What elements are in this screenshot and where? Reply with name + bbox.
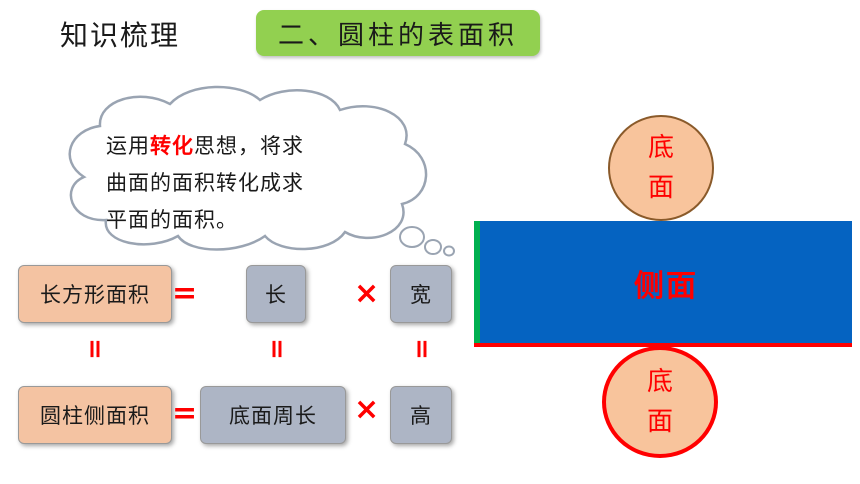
rect-area-box: 长方形面积 [18, 265, 172, 323]
top-base-circle: 底 面 [608, 115, 714, 221]
side-label: 侧面 [634, 268, 698, 304]
equiv-mark-1: = [79, 338, 110, 360]
equals-sign-2: = [172, 396, 198, 431]
top-base-label-1: 底 [647, 133, 674, 163]
equiv-mark-2: = [261, 338, 292, 360]
cloud-line-1-post: 思想，将求 [194, 134, 304, 158]
bottom-base-label-2: 面 [646, 407, 673, 437]
bottom-base-label-1: 底 [646, 367, 673, 397]
equals-sign-1: = [172, 276, 198, 311]
equiv-mark-3: = [406, 338, 437, 360]
bottom-base-circle: 底 面 [602, 346, 718, 458]
topic-title: 二、圆柱的表面积 [256, 10, 540, 56]
top-base-label-2: 面 [647, 173, 674, 203]
cloud-text: 运用转化思想，将求 曲面的面积转化成求 平面的面积。 [106, 128, 396, 239]
side-area-box: 圆柱侧面积 [18, 386, 172, 444]
rect-bottom-edge [474, 343, 852, 347]
width-box: 宽 [390, 265, 452, 323]
cloud-line-1-pre: 运用 [106, 134, 150, 158]
times-sign-2: × [354, 392, 380, 427]
thought-cloud [68, 85, 455, 257]
times-sign-1: × [354, 276, 380, 311]
cloud-line-1: 运用转化思想，将求 [106, 128, 396, 165]
section-title: 知识梳理 [60, 19, 181, 52]
base-perimeter-box: 底面周长 [200, 386, 346, 444]
highlight-transform: 转化 [150, 134, 194, 158]
length-box: 长 [246, 265, 306, 323]
cloud-line-3: 平面的面积。 [106, 208, 238, 232]
cloud-line-2: 曲面的面积转化成求 [106, 171, 304, 195]
lateral-surface-rect: 侧面 [474, 221, 852, 344]
height-box: 高 [390, 386, 452, 444]
